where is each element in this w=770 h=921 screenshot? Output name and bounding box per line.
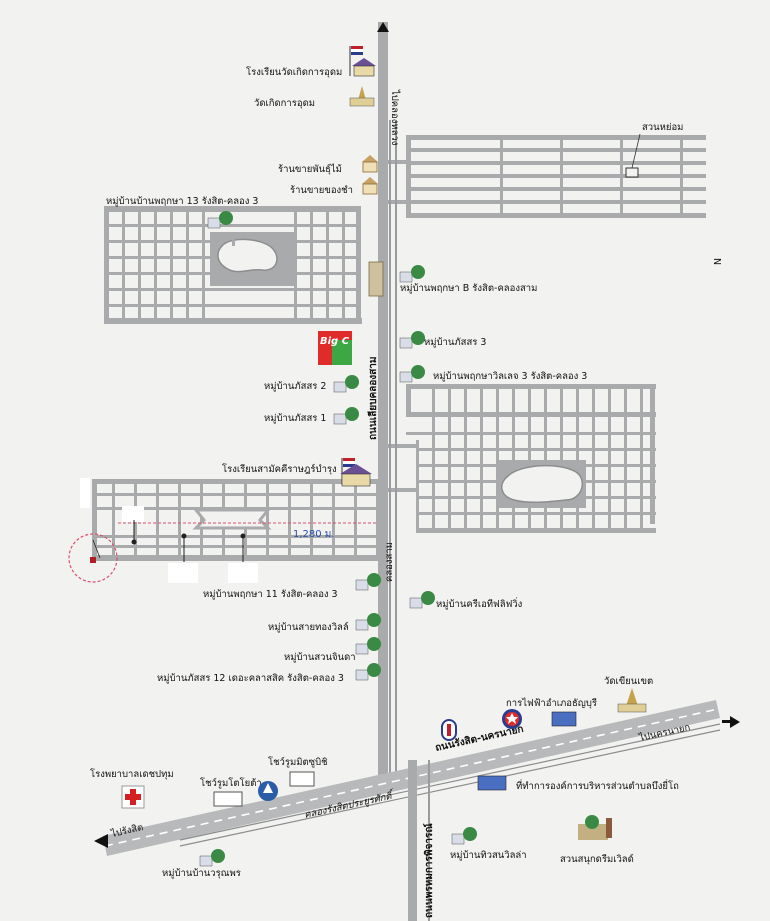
label-hospital: โรงพยาบาลเดชปทุม [90,768,174,780]
tambon-office-icon [477,775,507,791]
pea-building-icon [551,711,577,727]
arrow-north-road [377,22,389,32]
label-creative-living: หมู่บ้านครีเอทีฟลิฟวิ่ง [436,597,522,610]
road-liap-khlong3 [378,22,388,780]
village-icons [199,211,477,867]
dreamworld-icon [578,815,612,840]
label-pruksa-b: หมู่บ้านพฤกษา B รังสิต-คลองสาม [400,283,537,294]
label-canal-khlong3: คลองสาม [384,542,395,582]
label-passorn12: หมู่บ้านภัสสร 12 เดอะคลาสสิค รังสิต-คลอง… [157,673,344,684]
arrow-to-nakhonnayok [730,716,740,728]
suan-yom-marker [625,167,639,178]
pond-e [501,464,584,504]
school-samakkhi-icon [340,458,372,487]
distance-label: 1,280 ม. [293,529,335,540]
blank-patch [122,506,144,522]
label-mitsubishi: โชว์รูมมิตซูบิชิ [268,756,328,768]
mitsubishi-icon [258,781,278,801]
toyota-showroom-icon [213,791,243,807]
shop-icon [362,155,378,195]
hospital-icon [121,785,145,809]
pond-nw [217,238,278,273]
label-wat-khiankhet: วัดเขียนเขต [604,675,653,687]
label-passorn1: หมู่บ้านภัสสร 1 [264,413,326,424]
label-dreamworld: สวนสนุกดรีมเวิลด์ [560,853,634,865]
grid-block-ne [388,135,706,218]
label-passorn3: หมู่บ้านภัสสร 3 [424,337,486,348]
label-to-khlongluang: ไปคลองหลวง [389,89,401,145]
gas-station-pt-icon [441,719,457,741]
school-flag-icon [349,46,376,77]
big-c-logo: Big C [318,331,352,365]
label-road-liap-khlong3: ถนนเลียบคลองสาม [367,357,379,441]
north-indicator: N [711,258,722,265]
label-school-samakkhi: โรงเรียนสามัคคีราษฎร์บำรุง [222,463,337,475]
label-grocery-shop: ร้านขายของชำ [290,185,353,196]
label-pruksa-village3: หมู่บ้านพฤกษาวิลเลจ 3 รังสิต-คลอง 3 [433,371,587,382]
svg-text:Big C: Big C [320,336,350,347]
label-pruksa11: หมู่บ้านพฤกษา 11 รังสิต-คลอง 3 [203,589,338,600]
label-furniture-shop: ร้านขายพันธุ์ไม้ [278,163,342,175]
label-passorn2: หมู่บ้านภัสสร 2 [264,381,326,392]
mitsubishi-showroom-icon [289,771,315,787]
label-warunporn: หมู่บ้านบ้านวรุณพร [162,868,241,879]
label-saithong: หมู่บ้านสายทองวิลล์ [268,621,349,633]
temple-marker [368,261,384,297]
label-pruksa13: หมู่บ้านบ้านพฤกษา 13 รังสิต-คลอง 3 [106,196,258,207]
label-wat-kerd: วัดเกิดการอุดม [254,98,315,109]
road-phromkan [408,760,417,921]
arrow-to-rangsit [94,834,108,848]
pointer-pins [131,520,246,562]
gas-station-caltex-icon [502,709,522,729]
wat-khiankhet-icon [617,688,647,713]
property-marker [90,557,96,563]
label-suanchinda: หมู่บ้านสวนจินดา [284,652,356,663]
label-tiwson: หมู่บ้านทิวสนวิลล่า [450,850,527,861]
property-location-circle [68,533,118,583]
label-road-phromkan: ถนนพรหมการพิจารณ์ [423,823,435,918]
canal-rangsit [179,723,721,841]
label-school-wat: โรงเรียนวัดเกิดการอุดม [246,66,342,78]
label-toyota: โชว์รูมโตโยต้า [200,777,262,789]
temple-icon [349,86,375,107]
label-tambon-office: ที่ทำการองค์การบริหารส่วนตำบลบึงยี่โถ [516,779,679,792]
label-suan-yom: สวนหย่อม [642,122,683,133]
label-pea: การไฟฟ้าอำเภอธัญบุรี [506,697,597,709]
